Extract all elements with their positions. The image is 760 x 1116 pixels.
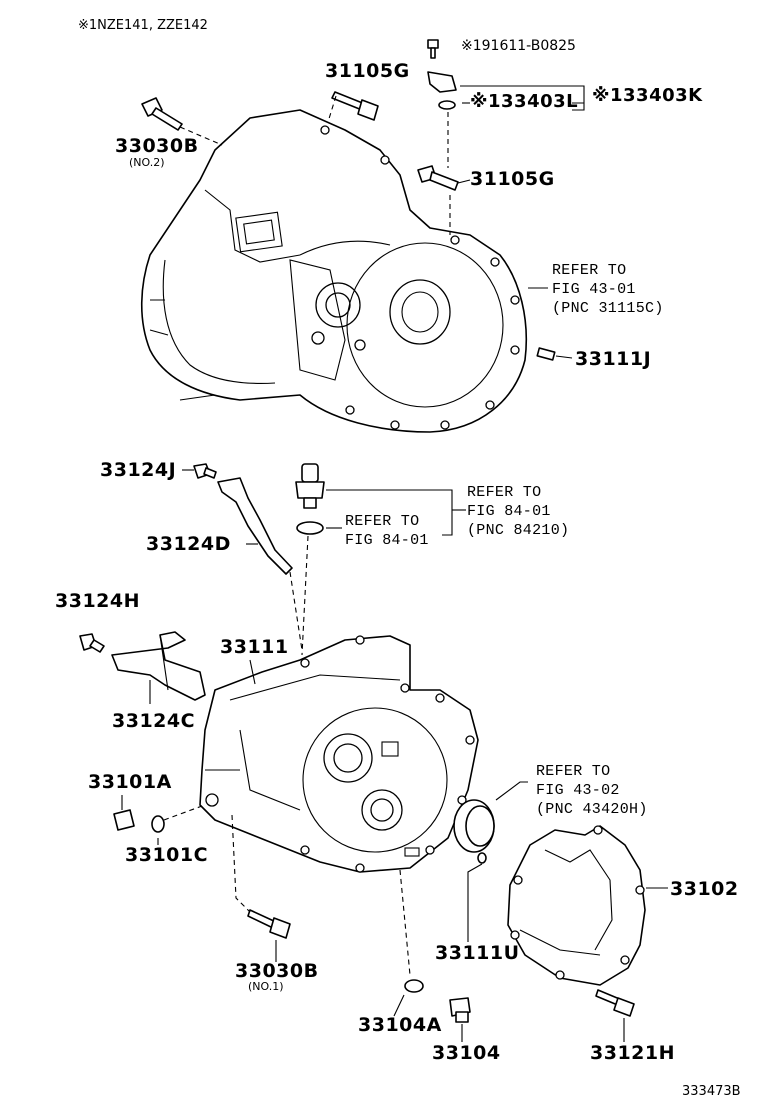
pin-33111J	[536, 347, 556, 361]
bolt-191611-B0825	[427, 39, 439, 59]
ref-84-01-a-line2: FIG 84-01	[467, 503, 551, 520]
transmission-case-lower	[199, 635, 479, 873]
ref-43-01-line2: FIG 43-01	[552, 281, 636, 298]
label-33030B-top: 33030B	[115, 135, 199, 157]
label-33030B-top-sub: (NO.2)	[129, 156, 165, 169]
sensor-33403	[427, 71, 457, 110]
transaxle-case-upper	[140, 109, 528, 433]
label-33102: 33102	[670, 878, 739, 900]
plug-33104	[449, 997, 471, 1023]
label-33030B-bot: 33030B	[235, 960, 319, 982]
label-33124D: 33124D	[146, 533, 231, 555]
bolt-33030B-bot	[247, 909, 291, 939]
bolt-31105G-mid	[417, 165, 459, 191]
label-33124H: 33124H	[55, 590, 141, 612]
ref-84-01-b-line1: REFER TO	[345, 513, 420, 530]
gasket-33101C	[151, 815, 165, 833]
ref-43-02-line2: FIG 43-02	[536, 782, 620, 799]
ref-43-02-line1: REFER TO	[536, 763, 611, 780]
ref-43-01-line3: (PNC 31115C)	[552, 300, 664, 317]
label-191611-B0825: ※191611-B0825	[461, 38, 576, 54]
gasket-33104A	[404, 979, 424, 993]
ref-84-01-b-line2: FIG 84-01	[345, 532, 429, 549]
plug-33101A	[113, 809, 135, 831]
figure-id: 333473B	[682, 1084, 741, 1099]
bracket-33124C	[111, 631, 206, 701]
oil-seal-43420H	[453, 799, 495, 853]
label-33111U: 33111U	[435, 942, 520, 964]
ref-84-01-a-line1: REFER TO	[467, 484, 542, 501]
header-note: ※1NZE141, ZZE142	[78, 18, 208, 33]
label-33403L: ※133403L	[470, 91, 579, 112]
label-33121H: 33121H	[590, 1042, 676, 1064]
label-33111J: 33111J	[575, 348, 652, 370]
label-33101A: 33101A	[88, 771, 172, 793]
label-31105G-mid: 31105G	[470, 168, 555, 190]
bracket-33124D	[217, 477, 293, 575]
bolt-33124H	[79, 633, 105, 653]
ref-84-01-a-line3: (PNC 84210)	[467, 522, 570, 539]
bolt-33030B-top	[141, 97, 183, 131]
label-33104: 33104	[432, 1042, 501, 1064]
label-33124J: 33124J	[100, 459, 177, 481]
label-31105G-top: 31105G	[325, 60, 410, 82]
label-33124C: 33124C	[112, 710, 196, 732]
bolt-33121H	[595, 989, 635, 1017]
label-33403K: ※133403K	[592, 85, 703, 106]
ref-43-01-line1: REFER TO	[552, 262, 627, 279]
label-33101C: 33101C	[125, 844, 209, 866]
bolt-33124J	[193, 463, 217, 479]
label-33111: 33111	[220, 636, 289, 658]
transmission-case-cover-33102	[507, 825, 646, 986]
ref-43-02-line3: (PNC 43420H)	[536, 801, 648, 818]
label-33104A: 33104A	[358, 1014, 442, 1036]
switch-84210	[295, 463, 325, 535]
bolt-31105G-top	[331, 91, 379, 121]
pin-33111U	[477, 852, 487, 864]
label-33030B-bot-sub: (NO.1)	[248, 980, 284, 993]
